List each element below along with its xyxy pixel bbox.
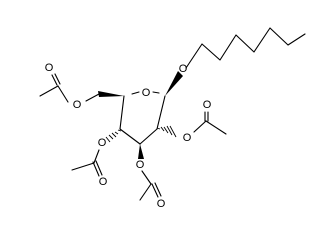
- c6-carbonyl-oxygen-text: O: [45, 62, 54, 74]
- c2-acetoxy-group: [193, 111, 227, 135]
- ring-bond-o-c5: [131, 91, 140, 95]
- ring-bond-o-c1: [152, 91, 160, 94]
- ring-oxygen-label: O: [142, 87, 151, 99]
- c4-carbonyl-oxygen-text: O: [99, 176, 108, 188]
- ring-bond-c4-c5: [119, 95, 125, 130]
- c6-ester-oxygen-text: O: [73, 99, 82, 111]
- c3-ester-oxygen-text: O: [136, 159, 145, 171]
- c3-ester-oxygen-label: O: [136, 159, 145, 171]
- c4-carbonyl-oxygen-label: O: [99, 176, 108, 188]
- ring-bond-c3-c4: [119, 128, 141, 145]
- c3-carbonyl-oxygen-text: O: [157, 198, 166, 210]
- c2-carbonyl-oxygen-text: O: [203, 99, 212, 111]
- c4-acetoxy-group: [71, 149, 103, 177]
- c4-hashed-bond: [105, 129, 122, 143]
- octyl-chain: [185, 27, 306, 69]
- glycosidic-oxygen-text: O: [179, 63, 188, 75]
- c1-glycosidic-wedge: [165, 71, 183, 96]
- structure-canvas: O O O O O O O O O O: [39, 27, 306, 210]
- c6-carbonyl-oxygen-label: O: [45, 62, 54, 74]
- c3-carbonyl-oxygen-label: O: [157, 198, 166, 210]
- c2-ester-oxygen-label: O: [183, 132, 192, 144]
- c4-ester-oxygen-label: O: [98, 137, 107, 149]
- glycosidic-oxygen-label: O: [179, 63, 188, 75]
- c4-ester-oxygen-text: O: [98, 137, 107, 149]
- c3-wedge: [138, 144, 144, 159]
- octyl-glucoside-tetraacetate-structure: O O O O O O O O O O: [39, 27, 306, 210]
- ring-oxygen-text: O: [142, 87, 151, 99]
- c2-ester-oxygen-text: O: [183, 132, 192, 144]
- c3-acetoxy-group: [139, 170, 162, 201]
- ring-bond-c2-c3: [139, 128, 158, 145]
- c2-carbonyl-oxygen-label: O: [203, 99, 212, 111]
- ring-bond-c1-c2: [156, 95, 166, 130]
- c2-hashed-bond: [156, 125, 177, 138]
- c6-ester-oxygen-label: O: [73, 99, 82, 111]
- c5-wedge: [98, 91, 124, 97]
- c6-acetoxy-group: [39, 73, 100, 103]
- pyranose-ring: [119, 91, 166, 145]
